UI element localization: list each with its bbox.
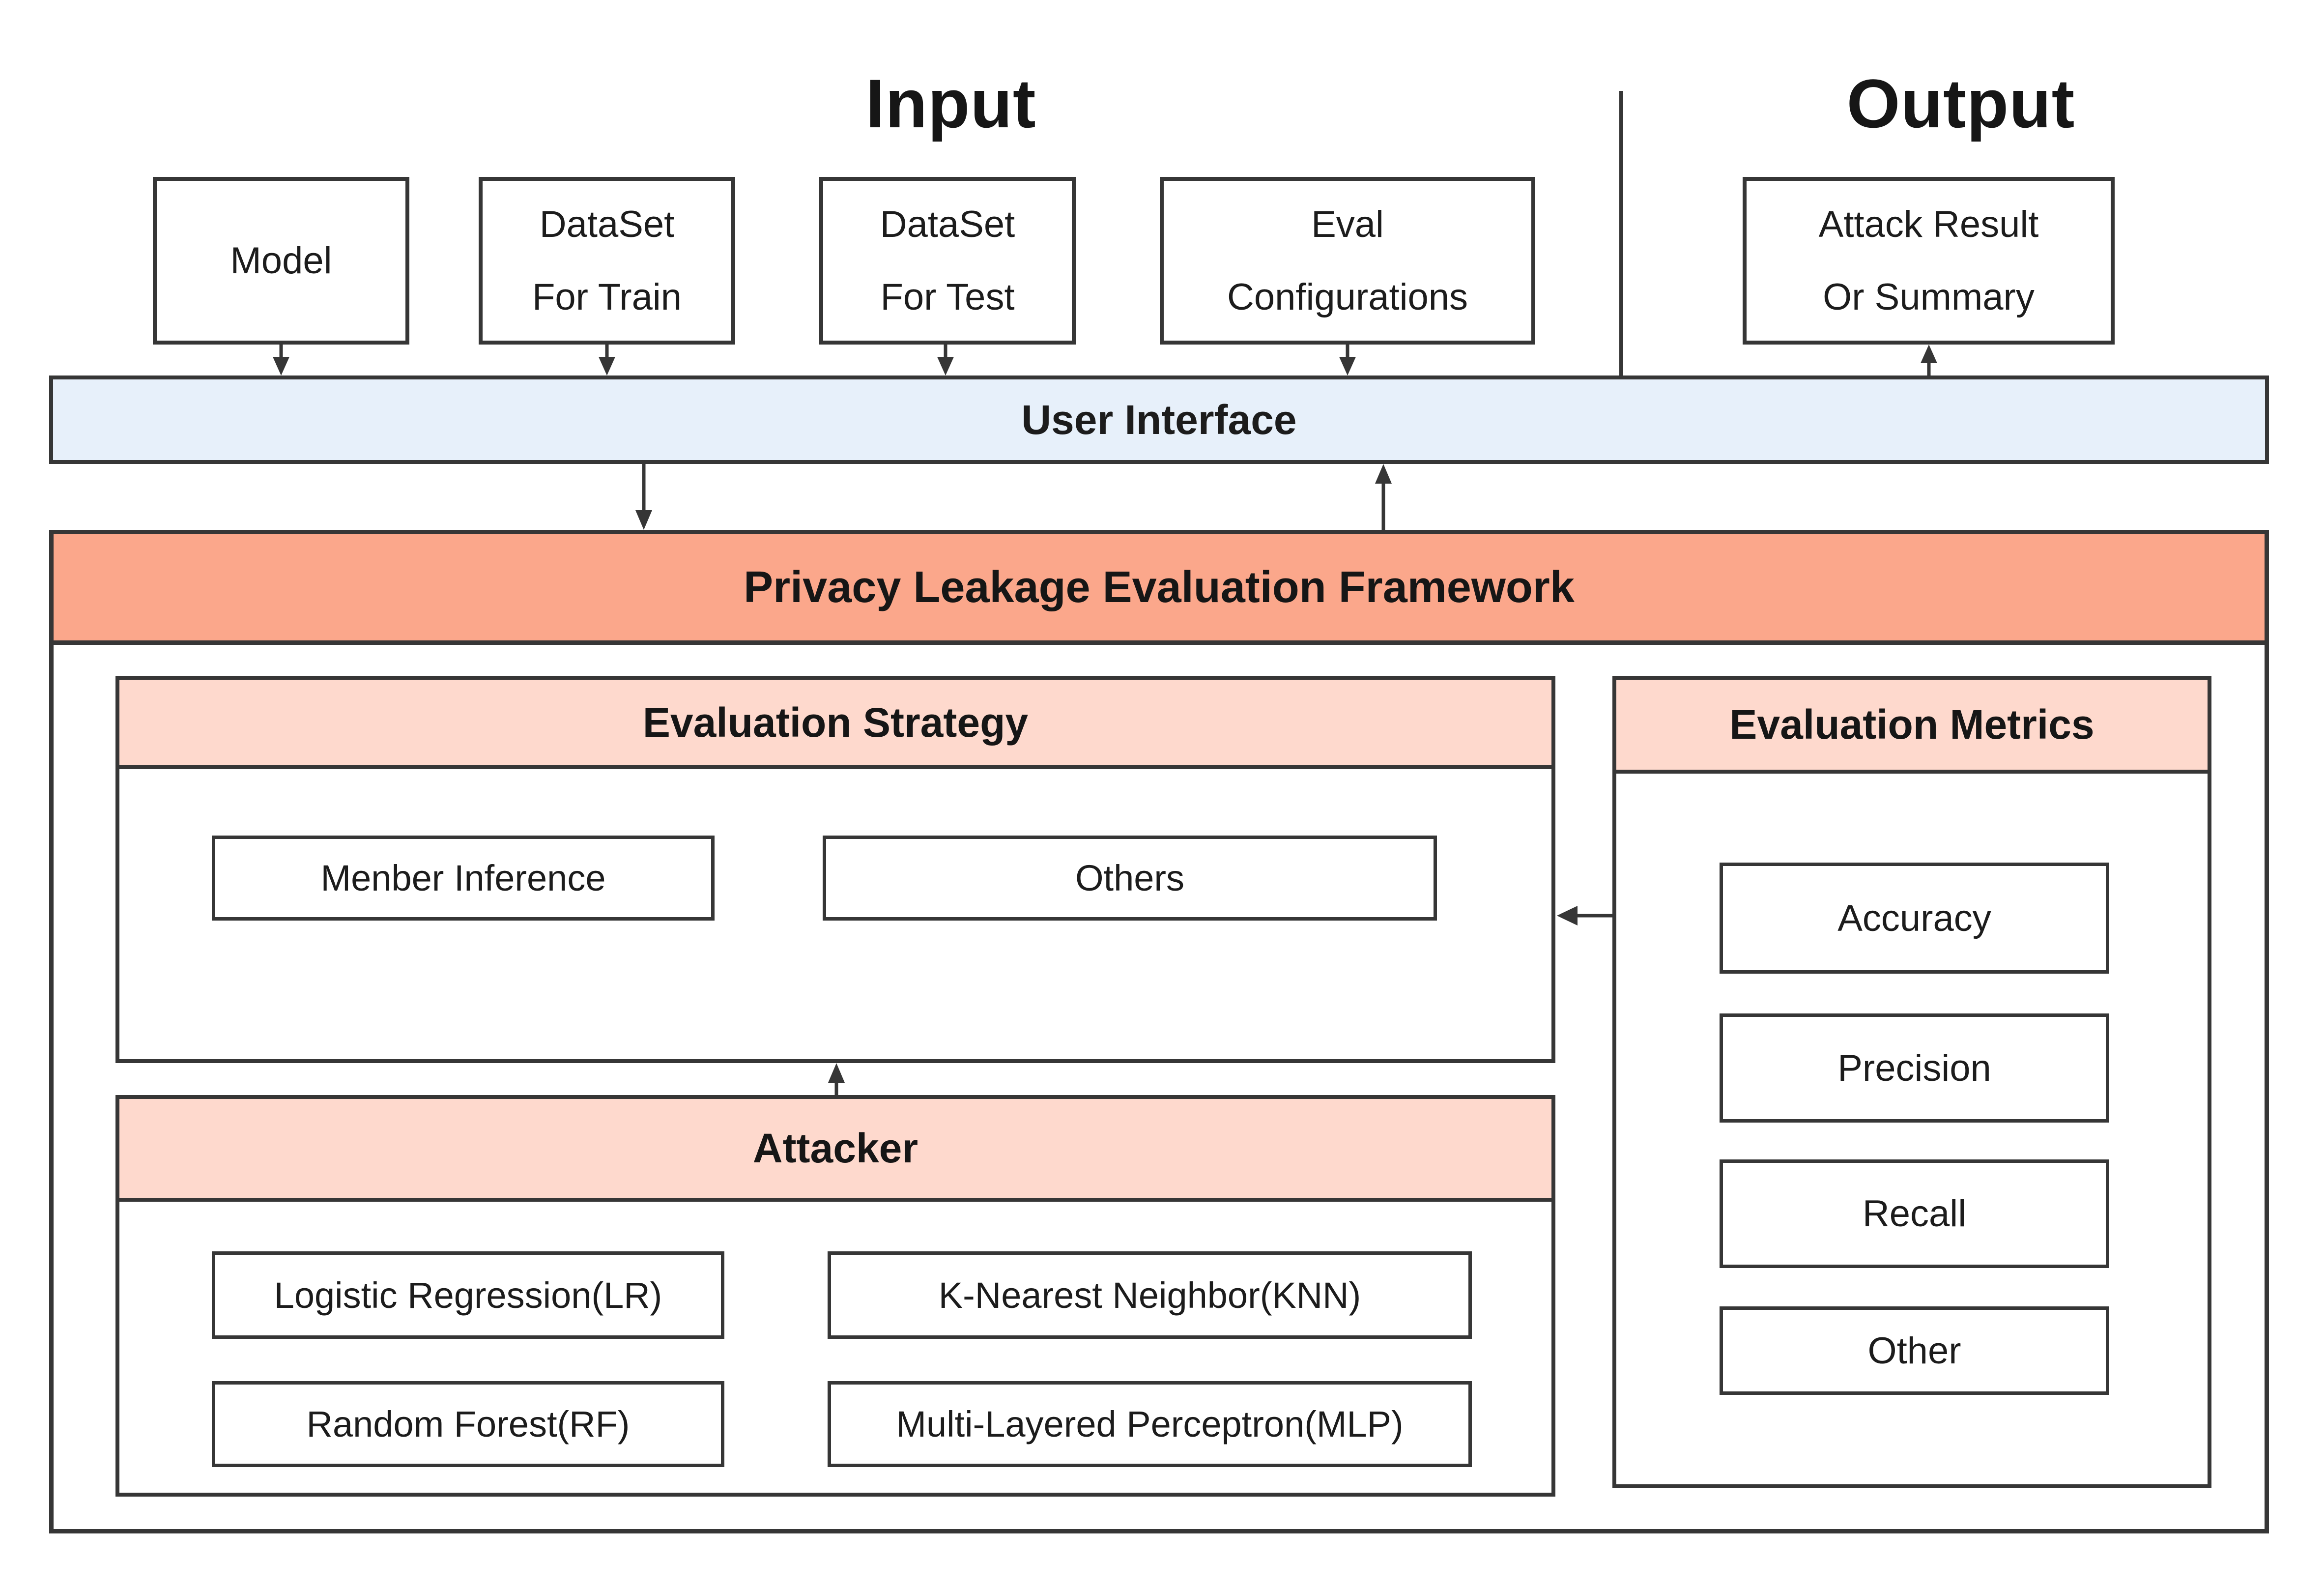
other-metric-label: Other bbox=[1867, 1329, 1961, 1372]
random-forest-label: Random Forest(RF) bbox=[306, 1404, 630, 1445]
mlp-box: Multi-Layered Perceptron(MLP) bbox=[828, 1381, 1472, 1467]
dataset-train-line1: DataSet bbox=[539, 203, 675, 245]
accuracy-box: Accuracy bbox=[1720, 863, 2109, 974]
arrow-ui-to-framework bbox=[635, 464, 652, 530]
input-heading: Input bbox=[865, 65, 1036, 142]
member-inference-label: Menber Inference bbox=[320, 858, 606, 898]
logistic-regression-box: Logistic Regression(LR) bbox=[212, 1251, 724, 1339]
logistic-regression-label: Logistic Regression(LR) bbox=[274, 1274, 662, 1316]
eval-config-line1: Eval bbox=[1311, 203, 1384, 245]
accuracy-label: Accuracy bbox=[1837, 897, 1991, 939]
model-box-label: Model bbox=[230, 239, 332, 282]
evaluation-strategy-group: Evaluation Strategy Menber Inference Oth… bbox=[115, 676, 1555, 1063]
user-interface-bar: User Interface bbox=[49, 376, 2269, 464]
attack-result-line2: Or Summary bbox=[1823, 276, 2035, 318]
attacker-group: Attacker Logistic Regression(LR) K-Neare… bbox=[115, 1095, 1555, 1497]
evaluation-metrics-title: Evaluation Metrics bbox=[1729, 701, 2094, 748]
dataset-test-line2: For Test bbox=[880, 276, 1015, 318]
input-output-divider bbox=[1619, 91, 1623, 376]
framework-header-bar: Privacy Leakage Evaluation Framework bbox=[54, 534, 2265, 645]
precision-label: Precision bbox=[1837, 1047, 1991, 1089]
recall-box: Recall bbox=[1720, 1159, 2109, 1268]
recall-label: Recall bbox=[1862, 1193, 1967, 1235]
other-metric-box: Other bbox=[1720, 1306, 2109, 1395]
dataset-train-line2: For Train bbox=[532, 276, 682, 318]
knn-box: K-Nearest Neighbor(KNN) bbox=[828, 1251, 1472, 1339]
arrow-framework-to-ui bbox=[1375, 464, 1392, 530]
evaluation-metrics-group: Evaluation Metrics Accuracy Precision Re… bbox=[1612, 676, 2211, 1488]
arrow-model-to-ui bbox=[273, 345, 289, 376]
mlp-label: Multi-Layered Perceptron(MLP) bbox=[896, 1404, 1404, 1445]
evaluation-metrics-header: Evaluation Metrics bbox=[1612, 676, 2211, 774]
others-strategy-box: Others bbox=[823, 836, 1437, 921]
evaluation-strategy-header: Evaluation Strategy bbox=[115, 676, 1555, 769]
attacker-header: Attacker bbox=[115, 1095, 1555, 1202]
attack-result-box: Attack Result Or Summary bbox=[1743, 177, 2115, 345]
arrow-ui-to-attack-result bbox=[1921, 345, 1937, 376]
dataset-test-box: DataSet For Test bbox=[819, 177, 1076, 345]
arrow-eval-config-to-ui bbox=[1339, 345, 1356, 376]
evaluation-strategy-title: Evaluation Strategy bbox=[642, 699, 1029, 746]
framework-title: Privacy Leakage Evaluation Framework bbox=[744, 562, 1575, 612]
attack-result-line1: Attack Result bbox=[1818, 203, 2039, 245]
eval-config-box: Eval Configurations bbox=[1160, 177, 1535, 345]
arrow-dataset-train-to-ui bbox=[599, 345, 615, 376]
output-heading: Output bbox=[1846, 65, 2075, 142]
attacker-title: Attacker bbox=[752, 1125, 918, 1171]
arrow-dataset-test-to-ui bbox=[937, 345, 954, 376]
eval-config-line2: Configurations bbox=[1227, 276, 1468, 318]
dataset-train-box: DataSet For Train bbox=[479, 177, 735, 345]
random-forest-box: Random Forest(RF) bbox=[212, 1381, 724, 1467]
knn-label: K-Nearest Neighbor(KNN) bbox=[938, 1274, 1361, 1316]
others-strategy-label: Others bbox=[1075, 858, 1185, 898]
user-interface-label: User Interface bbox=[1021, 396, 1297, 443]
model-box: Model bbox=[153, 177, 409, 345]
precision-box: Precision bbox=[1720, 1013, 2109, 1123]
dataset-test-line1: DataSet bbox=[880, 203, 1015, 245]
member-inference-box: Menber Inference bbox=[212, 836, 715, 921]
